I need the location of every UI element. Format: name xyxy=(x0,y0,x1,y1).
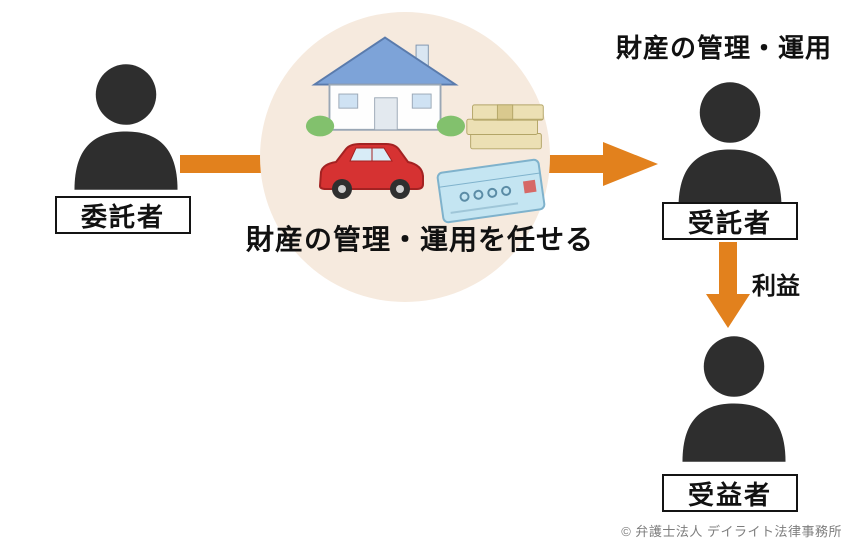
copyright-text: © 弁護士法人 デイライト法律事務所 xyxy=(621,524,842,539)
entrusted-assets-circle xyxy=(260,12,550,302)
arrow-trustee-to-beneficiary xyxy=(706,242,750,328)
profit-label: 利益 xyxy=(752,273,800,300)
beneficiary-label: 受益者 xyxy=(687,479,772,510)
trustee-label-box: 受託者 xyxy=(662,202,798,240)
money-stack-icon xyxy=(463,92,549,154)
trustee-person-icon xyxy=(674,82,786,208)
beneficiary-person-icon xyxy=(678,336,790,462)
house-icon xyxy=(305,34,465,139)
trustor-label-box: 委託者 xyxy=(55,196,191,234)
car-icon xyxy=(310,138,430,204)
bankbook-icon xyxy=(432,153,550,230)
entrust-caption: 財産の管理・運用を任せる xyxy=(245,224,594,255)
trustor-label: 委託者 xyxy=(80,201,165,232)
trustor-person-icon xyxy=(70,64,182,190)
beneficiary-label-box: 受益者 xyxy=(662,474,798,512)
trustee-label: 受託者 xyxy=(687,207,772,238)
management-operation-text: 財産の管理・運用 xyxy=(615,33,832,63)
